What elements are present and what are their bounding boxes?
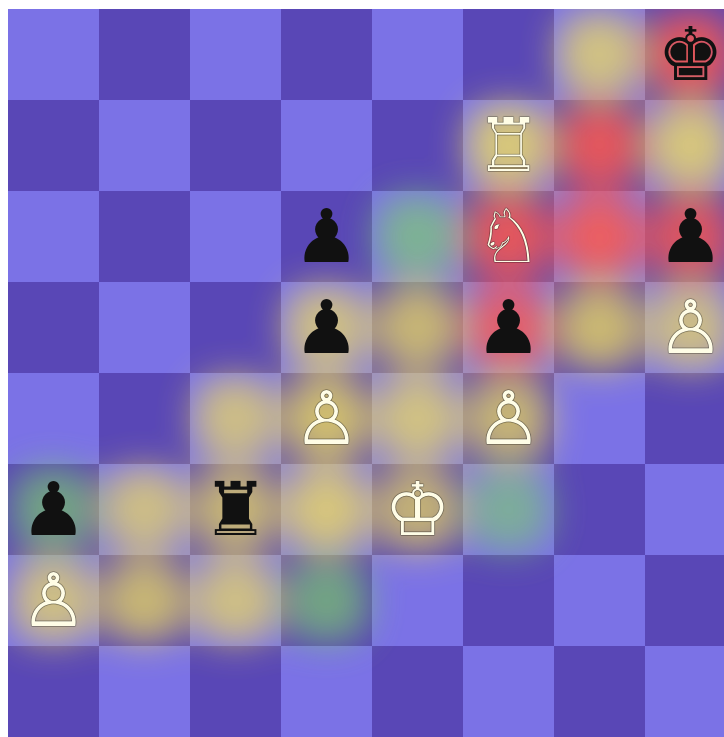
square-f2[interactable] [463, 555, 554, 646]
square-c8[interactable] [190, 9, 281, 100]
square-h7[interactable] [645, 100, 724, 191]
square-e2[interactable] [372, 555, 463, 646]
square-g4[interactable] [554, 373, 645, 464]
square-d8[interactable] [281, 9, 372, 100]
square-g7[interactable] [554, 100, 645, 191]
square-d7[interactable] [281, 100, 372, 191]
square-h3[interactable] [645, 464, 724, 555]
square-c1[interactable] [190, 646, 281, 737]
square-f3[interactable] [463, 464, 554, 555]
square-c6[interactable] [190, 191, 281, 282]
square-e6[interactable] [372, 191, 463, 282]
square-a5[interactable] [8, 282, 99, 373]
square-d2[interactable] [281, 555, 372, 646]
square-a6[interactable] [8, 191, 99, 282]
square-g1[interactable] [554, 646, 645, 737]
square-f6[interactable] [463, 191, 554, 282]
square-e4[interactable] [372, 373, 463, 464]
square-g5[interactable] [554, 282, 645, 373]
square-a7[interactable] [8, 100, 99, 191]
square-c3[interactable] [190, 464, 281, 555]
square-d4[interactable] [281, 373, 372, 464]
square-h1[interactable] [645, 646, 724, 737]
square-c2[interactable] [190, 555, 281, 646]
square-g3[interactable] [554, 464, 645, 555]
square-c4[interactable] [190, 373, 281, 464]
square-a3[interactable] [8, 464, 99, 555]
square-f8[interactable] [463, 9, 554, 100]
square-e3[interactable] [372, 464, 463, 555]
square-e7[interactable] [372, 100, 463, 191]
square-c7[interactable] [190, 100, 281, 191]
square-b1[interactable] [99, 646, 190, 737]
square-g6[interactable] [554, 191, 645, 282]
square-a4[interactable] [8, 373, 99, 464]
square-b6[interactable] [99, 191, 190, 282]
square-h8[interactable] [645, 9, 724, 100]
square-d1[interactable] [281, 646, 372, 737]
square-f4[interactable] [463, 373, 554, 464]
square-h6[interactable] [645, 191, 724, 282]
square-h2[interactable] [645, 555, 724, 646]
square-d5[interactable] [281, 282, 372, 373]
square-f7[interactable] [463, 100, 554, 191]
square-a8[interactable] [8, 9, 99, 100]
square-g2[interactable] [554, 555, 645, 646]
square-b4[interactable] [99, 373, 190, 464]
square-e8[interactable] [372, 9, 463, 100]
square-b2[interactable] [99, 555, 190, 646]
square-h5[interactable] [645, 282, 724, 373]
square-h4[interactable] [645, 373, 724, 464]
square-c5[interactable] [190, 282, 281, 373]
square-f1[interactable] [463, 646, 554, 737]
square-e5[interactable] [372, 282, 463, 373]
chess-board [8, 9, 724, 737]
square-f5[interactable] [463, 282, 554, 373]
square-e1[interactable] [372, 646, 463, 737]
square-a1[interactable] [8, 646, 99, 737]
square-g8[interactable] [554, 9, 645, 100]
square-d3[interactable] [281, 464, 372, 555]
square-b7[interactable] [99, 100, 190, 191]
square-d6[interactable] [281, 191, 372, 282]
square-b3[interactable] [99, 464, 190, 555]
square-a2[interactable] [8, 555, 99, 646]
square-b5[interactable] [99, 282, 190, 373]
square-b8[interactable] [99, 9, 190, 100]
